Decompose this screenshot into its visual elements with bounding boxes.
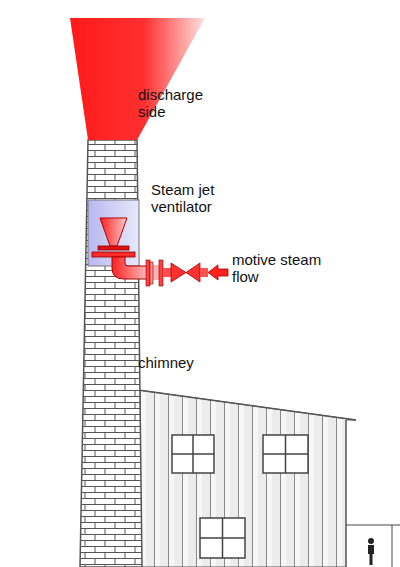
ventilator-label: Steam jet ventilator: [151, 181, 241, 215]
flow-arrow: [208, 265, 228, 280]
ventilator-housing: [88, 200, 139, 266]
chimney-shaft: [80, 140, 142, 567]
person-icon: [368, 538, 374, 565]
discharge-funnel: [70, 18, 205, 140]
steam-line: [146, 260, 228, 286]
discharge-label: discharge side: [138, 86, 218, 120]
building: [138, 390, 400, 567]
steam-jet-ventilator: [92, 218, 150, 279]
valve-symbol: [171, 263, 186, 282]
steam-flow-label: motive steam flow: [232, 251, 342, 285]
chimney-label: chimney: [138, 354, 218, 371]
